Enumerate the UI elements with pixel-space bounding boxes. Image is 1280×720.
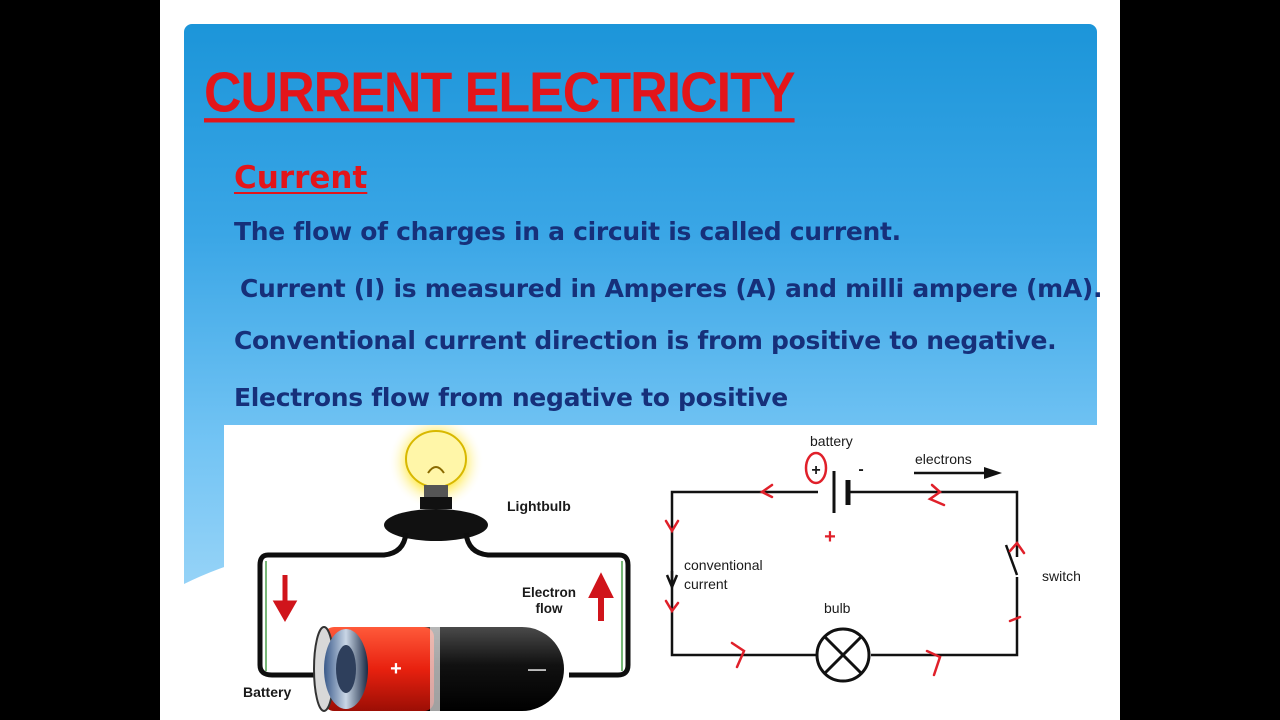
down-arrow	[272, 575, 298, 623]
definition-line: The flow of charges in a circuit is call…	[234, 217, 901, 246]
slide-title: CURRENT ELECTRICITY	[204, 62, 796, 125]
letterbox-left	[0, 0, 160, 720]
conventional-label-2: current	[684, 576, 728, 592]
bulb-label: bulb	[824, 600, 851, 616]
wire-right	[463, 532, 631, 678]
circuit-figures: Lightbulb Electron flow Battery + —	[224, 425, 1097, 720]
schematic-battery-label: battery	[810, 433, 853, 449]
units-line: Current (I) is measured in Amperes (A) a…	[240, 274, 1103, 303]
pictorial-circuit	[257, 425, 631, 712]
electron-flow-label-2: flow	[536, 601, 563, 616]
switch-label: switch	[1042, 568, 1081, 584]
battery-plus-sign: +	[390, 658, 402, 680]
slide: CURRENT ELECTRICITY Current The flow of …	[160, 0, 1120, 720]
terminal-plus-sign: +	[811, 462, 820, 479]
schematic-wire-bottom	[871, 577, 1019, 657]
bulb-socket-top	[420, 497, 452, 509]
section-heading: Current	[234, 160, 368, 196]
conventional-direction-line: Conventional current direction is from p…	[234, 326, 1057, 355]
conventional-label-1: conventional	[684, 557, 763, 573]
electron-flow-arrow	[588, 572, 614, 621]
schematic-wire-right	[848, 490, 1019, 557]
red-annotations	[664, 451, 1026, 677]
electrons-label: electrons	[915, 451, 972, 467]
schematic-circuit	[665, 467, 1019, 683]
electron-direction-line: Electrons flow from negative to positive	[234, 383, 788, 412]
circuit-illustration: Lightbulb Electron flow Battery + —	[243, 425, 1081, 712]
lightbulb-base	[424, 485, 448, 497]
conventional-arrow	[665, 571, 679, 591]
battery-label: Battery	[243, 684, 291, 700]
bulb-socket	[384, 509, 488, 541]
switch-symbol	[1004, 544, 1019, 576]
battery-minus-sign: —	[528, 659, 546, 679]
terminal-minus-sign: -	[858, 461, 863, 478]
electron-flow-label-1: Electron	[522, 585, 576, 600]
battery-cell	[313, 626, 564, 712]
schematic-wire-left	[670, 490, 818, 657]
letterbox-right	[1120, 0, 1280, 720]
wire-left	[257, 532, 409, 678]
annotation-plus-sign: +	[824, 526, 836, 548]
lightbulb-glass	[405, 430, 467, 488]
lightbulb-label: Lightbulb	[507, 498, 571, 514]
